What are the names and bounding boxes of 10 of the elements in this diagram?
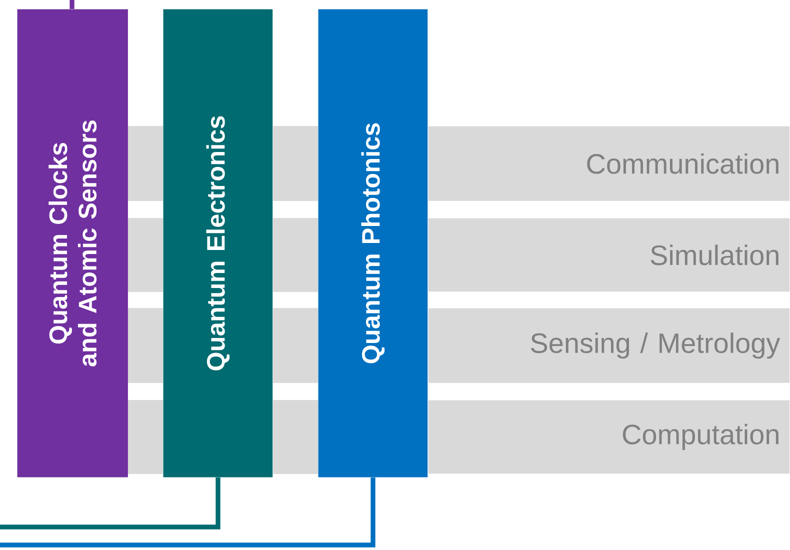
connector-line	[0, 478, 376, 548]
technology-box: Quantum Photonics	[318, 9, 428, 478]
category-band: Communication	[428, 126, 790, 201]
category-band: Computation	[428, 400, 790, 474]
connector-line	[0, 478, 220, 530]
category-band: Simulation	[428, 218, 790, 292]
technology-box: Quantum Electronics	[163, 9, 273, 478]
category-band: Sensing / Metrology	[428, 308, 790, 383]
technology-box: Quantum Clocks and Atomic Sensors	[17, 9, 128, 478]
connector-line	[70, 0, 74, 9]
